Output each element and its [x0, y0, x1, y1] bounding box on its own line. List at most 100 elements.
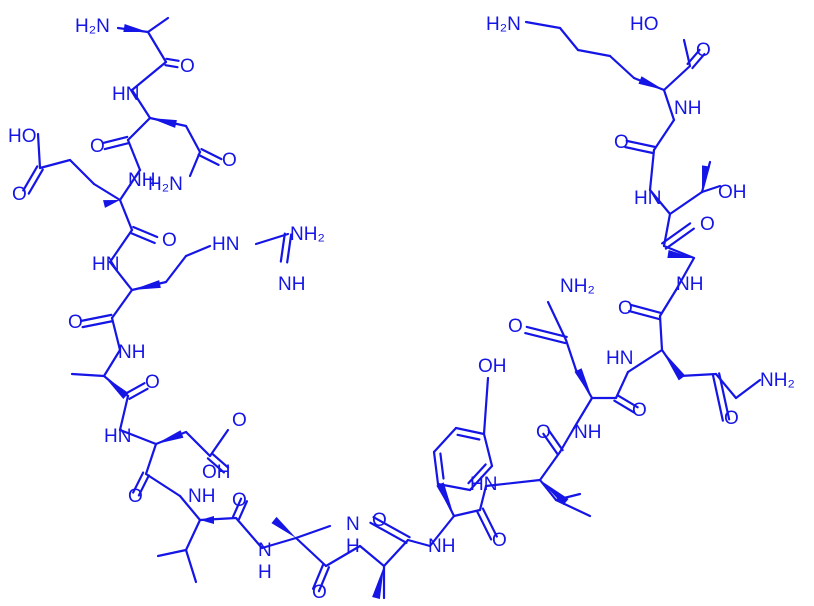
single-bond	[110, 288, 134, 320]
double-bond-line	[481, 507, 498, 538]
single-bond	[652, 118, 676, 152]
single-bond	[118, 428, 158, 446]
atom-label-asn2-nh: HN	[112, 84, 139, 105]
double-bond-line	[132, 225, 159, 239]
double-bond-line	[286, 233, 293, 264]
atom-label-gln13-side-nh2: NH₂	[760, 370, 795, 391]
single-bond	[452, 508, 482, 518]
double-bond-line	[206, 457, 225, 474]
atom-label-ala9-n: N	[346, 514, 360, 535]
stereo-wedge	[662, 350, 686, 381]
single-bond	[36, 132, 42, 170]
atom-label-tyr10-o: O	[492, 530, 507, 551]
atom-label-glu3-side-oh: HO	[8, 126, 37, 147]
single-bond	[234, 516, 264, 550]
double-bond-line	[624, 146, 655, 155]
single-bond	[662, 64, 692, 92]
atom-labels: H₂N O HN O O H₂N NH HO O O HN HN NH₂ NH …	[8, 14, 795, 603]
single-bond	[538, 478, 558, 502]
single-bond	[734, 378, 762, 400]
single-bond	[130, 60, 168, 92]
double-bond-line	[476, 510, 493, 541]
stereo-wedge	[104, 376, 129, 399]
atom-label-arg4-nh: HN	[92, 254, 119, 275]
atom-label-ala14-nh: NH	[676, 274, 703, 295]
atom-label-ala5-o: O	[145, 372, 160, 393]
single-bond	[658, 288, 678, 318]
single-bond	[184, 430, 212, 458]
atom-label-asn2-side-nh2: H₂N	[148, 174, 183, 195]
atom-label-ala9-o: O	[372, 510, 387, 531]
single-bond	[184, 124, 202, 154]
single-bond	[146, 30, 168, 64]
single-bond	[668, 190, 704, 216]
double-bond-line	[547, 429, 564, 452]
double-bond-line	[22, 165, 39, 192]
atom-label-ile8-n: N	[258, 540, 272, 561]
atom-label-tyr10-nh: NH	[428, 536, 455, 557]
aromatic-ring-bond	[468, 464, 494, 492]
single-bond	[572, 396, 594, 430]
atom-label-lys16-side-nh2: H₂N	[486, 14, 521, 35]
stereo-wedge	[667, 250, 694, 258]
double-bond-line	[625, 139, 656, 148]
single-bond	[428, 514, 456, 548]
aromatic-ring-bond	[432, 426, 458, 454]
aromatic-ring-inner-bond	[439, 452, 445, 480]
single-bond	[108, 228, 134, 264]
double-bond-line	[616, 394, 639, 409]
aromatic-ring-bond	[432, 450, 440, 486]
double-bond-line	[542, 432, 559, 455]
single-bond	[144, 442, 158, 476]
atom-label-lys16-nh: NH	[674, 98, 701, 119]
atom-label-asn2-side-o: O	[222, 150, 237, 171]
single-bond	[184, 548, 198, 584]
double-bond-line	[613, 399, 636, 414]
single-bond	[184, 518, 202, 552]
atom-label-ile8-h: H	[258, 562, 272, 583]
atom-label-gln12-side-nh2: NH₂	[560, 276, 595, 297]
single-bond	[254, 232, 290, 246]
double-bond-line	[165, 57, 180, 62]
double-bond-line	[279, 232, 286, 263]
single-bond	[118, 394, 130, 432]
bond-network	[22, 16, 762, 600]
single-bond	[614, 370, 630, 400]
double-bond-line	[628, 309, 661, 321]
single-bond	[156, 548, 188, 558]
stereo-wedge	[103, 200, 120, 208]
stereo-wedge	[150, 118, 177, 128]
single-bond	[538, 450, 562, 482]
single-bond	[546, 300, 568, 342]
stereo-wedge	[271, 516, 296, 538]
atom-label-glu3-side-o: O	[12, 184, 27, 205]
atom-label-glu3-o: O	[162, 230, 177, 251]
double-bond-line	[369, 521, 408, 544]
stereo-wedge	[132, 280, 161, 290]
single-bond	[38, 158, 72, 170]
double-bond-line	[125, 382, 146, 395]
double-bond-line	[211, 452, 230, 469]
single-bond	[662, 88, 676, 122]
aromatic-ring-inner-bond	[456, 433, 481, 441]
stereo-wedge	[123, 24, 148, 32]
atom-label-asp6-side-o: O	[232, 410, 247, 431]
single-bond	[358, 544, 386, 568]
atom-label-leu11-o: O	[536, 422, 551, 443]
aromatic-ring-bond	[482, 432, 494, 468]
double-bond-line	[128, 387, 149, 400]
atom-label-arg4-side-hn: HN	[212, 234, 239, 255]
double-bond-line	[129, 231, 156, 245]
single-bond	[92, 182, 122, 202]
atom-label-tyr10-side-oh: OH	[478, 356, 507, 377]
atom-label-leu7-o: O	[232, 490, 247, 511]
single-bond	[110, 316, 122, 352]
atom-label-ala5-nh: NH	[118, 342, 145, 363]
single-bond	[102, 348, 122, 378]
atom-label-lys16-oh: HO	[630, 14, 659, 35]
double-bond-line	[317, 566, 331, 593]
single-bond	[70, 372, 106, 378]
double-bond-line	[661, 222, 692, 245]
double-bond-line	[27, 168, 44, 195]
